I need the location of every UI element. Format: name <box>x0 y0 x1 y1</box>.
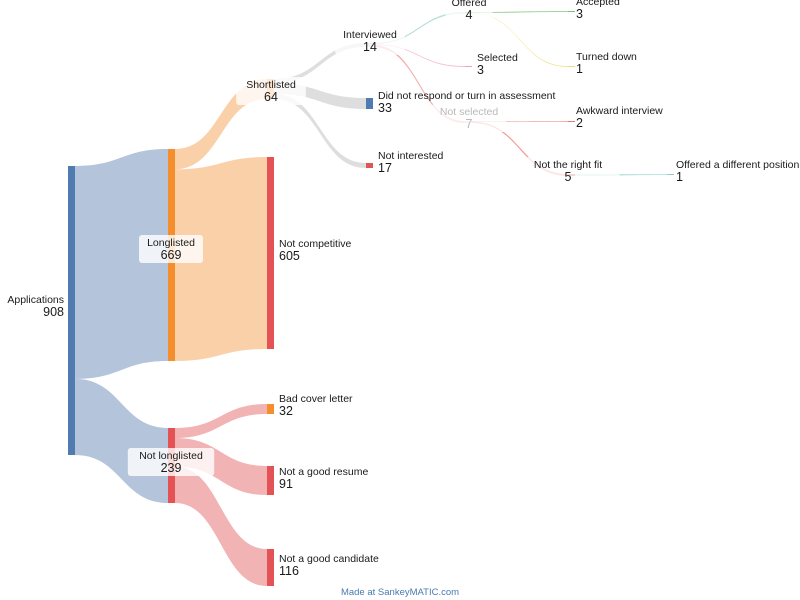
node-value-turned_down: 1 <box>576 62 583 76</box>
node-name-shortlisted: Shortlisted <box>246 79 296 91</box>
node-bar-offered_different <box>667 174 674 175</box>
flow-interviewed-to-not_selected <box>373 45 465 123</box>
node-label-bg-shortlisted <box>236 77 306 105</box>
node-value-not_selected: 7 <box>466 117 473 131</box>
footer-credit: Made at SankeyMATIC.com <box>340 587 460 598</box>
node-name-turned_down: Turned down <box>576 51 637 63</box>
flow-applications-to-longlisted <box>75 149 168 379</box>
node-bar-not_good_resume <box>267 466 274 495</box>
node-label-bg-offered <box>445 0 493 23</box>
node-bar-did_not_respond <box>366 98 373 109</box>
node-name-applications: Applications <box>7 294 64 306</box>
node-value-accepted: 3 <box>576 7 583 21</box>
node-label-bg-longlisted <box>139 235 203 263</box>
node-value-not_longlisted: 239 <box>161 461 182 475</box>
flow-layer <box>75 11 667 586</box>
node-label-bg-not_right_fit <box>516 157 620 185</box>
flow-offered-to-turned_down <box>472 13 568 67</box>
flow-applications-to-not_longlisted <box>75 378 168 503</box>
node-value-applications: 908 <box>43 305 64 319</box>
node-name-not_longlisted: Not longlisted <box>139 450 203 462</box>
node-value-not_right_fit: 5 <box>565 170 572 184</box>
node-bar-accepted <box>568 11 575 12</box>
flow-not_longlisted-to-not_good_candidate <box>175 466 267 586</box>
node-bar-turned_down <box>568 66 575 67</box>
node-name-not_right_fit: Not the right fit <box>534 159 602 171</box>
flow-interviewed-to-offered <box>373 12 465 45</box>
node-value-interviewed: 14 <box>363 40 377 54</box>
node-value-bad_cover_letter: 32 <box>279 404 293 418</box>
node-name-not_good_resume: Not a good resume <box>279 466 368 478</box>
flow-shortlisted-to-not_interested <box>274 93 366 168</box>
flow-not_selected-to-not_right_fit <box>472 121 568 176</box>
node-name-selected: Selected <box>477 52 518 64</box>
node-value-not_competitive: 605 <box>279 249 300 263</box>
node-name-not_interested: Not interested <box>378 150 444 162</box>
node-value-not_interested: 17 <box>378 161 392 175</box>
flow-longlisted-to-not_competitive <box>175 157 267 361</box>
node-label-bg-not_selected <box>431 104 507 132</box>
node-name-longlisted: Longlisted <box>147 237 195 249</box>
node-name-did_not_respond: Did not respond or turn in assessment <box>378 90 556 102</box>
node-name-not_competitive: Not competitive <box>279 238 352 250</box>
node-name-interviewed: Interviewed <box>343 29 397 41</box>
node-value-did_not_respond: 33 <box>378 101 392 115</box>
node-bar-not_good_candidate <box>267 549 274 586</box>
flow-interviewed-to-selected <box>373 44 465 67</box>
node-name-not_good_candidate: Not a good candidate <box>279 553 379 565</box>
node-name-accepted: Accepted <box>576 0 620 8</box>
node-bar-bad_cover_letter <box>267 404 274 414</box>
node-value-longlisted: 669 <box>161 248 182 262</box>
node-name-offered: Offered <box>452 0 487 9</box>
node-value-not_good_resume: 91 <box>279 477 293 491</box>
node-name-offered_different: Offered a different position <box>676 159 800 171</box>
node-value-shortlisted: 64 <box>264 90 278 104</box>
flow-not_longlisted-to-bad_cover_letter <box>175 404 267 439</box>
node-value-not_good_candidate: 116 <box>279 564 299 578</box>
node-bar-applications <box>68 166 75 455</box>
node-name-not_selected: Not selected <box>440 106 499 118</box>
node-label-bg-not_longlisted <box>127 448 215 476</box>
node-value-offered: 4 <box>466 8 473 22</box>
node-value-offered_different: 1 <box>676 170 683 184</box>
node-bar-selected <box>465 66 472 67</box>
node-value-awkward_interview: 2 <box>576 116 583 130</box>
node-bar-not_competitive <box>267 157 274 349</box>
node-label-bg-interviewed <box>335 27 405 55</box>
node-value-selected: 3 <box>477 63 484 77</box>
node-name-awkward_interview: Awkward interview <box>576 105 663 117</box>
node-name-bad_cover_letter: Bad cover letter <box>279 393 353 405</box>
node-bar-not_interested <box>366 163 373 168</box>
node-bar-awkward_interview <box>568 121 575 122</box>
flow-shortlisted-to-interviewed <box>274 43 366 84</box>
flow-offered-to-accepted <box>472 11 568 14</box>
